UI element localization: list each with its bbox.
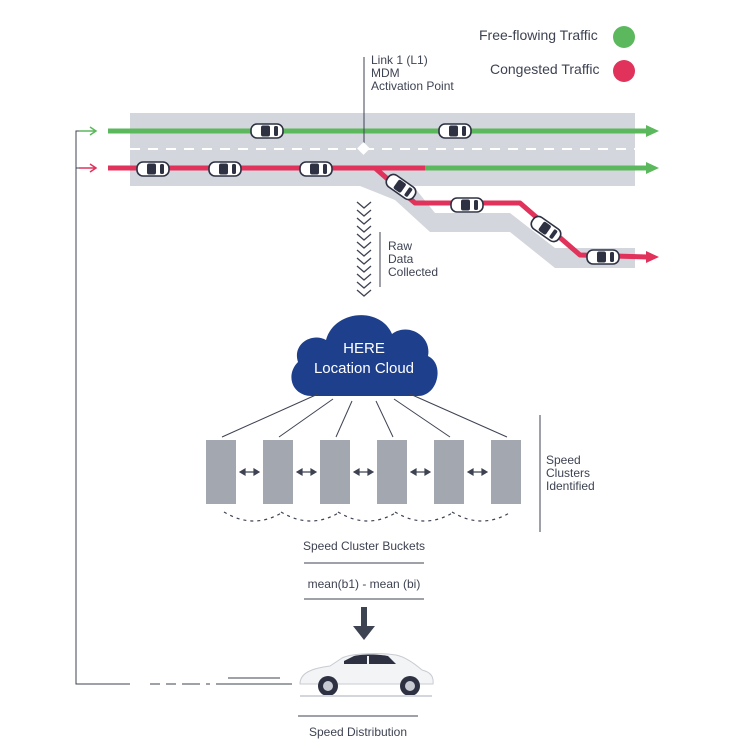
road bbox=[130, 113, 635, 268]
free-flowing-legend-dot bbox=[613, 26, 635, 48]
entry-arrow-top bbox=[79, 126, 98, 136]
down-arrow-shaft bbox=[361, 607, 367, 629]
location-cloud-icon bbox=[291, 315, 438, 396]
car-icon bbox=[299, 161, 333, 177]
raw-data-chevrons bbox=[356, 201, 372, 297]
cloud-label-line1: HERE bbox=[343, 340, 385, 357]
bucket bbox=[377, 440, 407, 504]
raw-data-line1: Raw bbox=[388, 239, 413, 253]
cloud-label: HERE Location Cloud bbox=[284, 339, 444, 379]
entry-arrow-bottom bbox=[79, 163, 98, 173]
raw-data-line2: Data bbox=[388, 252, 414, 266]
bucket-compare-arrows bbox=[238, 467, 489, 477]
speed-clusters-line3: Identified bbox=[546, 479, 595, 493]
speed-distribution-label: Speed Distribution bbox=[308, 725, 408, 739]
bucket bbox=[491, 440, 521, 504]
speed-clusters-label: Speed Clusters Identified bbox=[546, 454, 595, 493]
activation-point-marker bbox=[357, 142, 370, 155]
free-flow-arrowhead-top bbox=[646, 125, 659, 137]
feedback-loop-line bbox=[75, 130, 292, 685]
car-icon bbox=[250, 123, 284, 139]
car-side-icon bbox=[299, 653, 434, 697]
car-icon bbox=[438, 123, 472, 139]
bucket-dashed-arcs bbox=[223, 511, 512, 522]
raw-data-line3: Collected bbox=[388, 265, 439, 279]
cloud-label-line2: Location Cloud bbox=[313, 360, 415, 377]
link-label-line1: Link 1 (L1) bbox=[371, 53, 428, 67]
speed-cluster-buckets-label: Speed Cluster Buckets bbox=[302, 539, 426, 553]
car-icon bbox=[450, 197, 484, 213]
car-icon bbox=[208, 161, 242, 177]
link-label-line2: MDM bbox=[371, 66, 400, 80]
bucket bbox=[206, 440, 236, 504]
bucket bbox=[434, 440, 464, 504]
link-label-line3: Activation Point bbox=[371, 79, 454, 93]
raw-data-label: Raw Data Collected bbox=[388, 240, 438, 279]
cloud-to-bucket-lines bbox=[221, 393, 508, 438]
formula-label: mean(b1) - mean (bi) bbox=[307, 577, 421, 591]
legend-congested-label: Congested Traffic bbox=[490, 61, 600, 77]
down-arrow-head bbox=[353, 626, 375, 640]
legend-free-flowing-label: Free-flowing Traffic bbox=[479, 27, 598, 43]
congested-arrowhead bbox=[646, 251, 659, 263]
free-flow-arrowhead-bottom bbox=[646, 162, 659, 174]
link-label: Link 1 (L1) MDM Activation Point bbox=[371, 54, 454, 93]
car-icon bbox=[586, 249, 620, 265]
congested-legend-dot bbox=[613, 60, 635, 82]
speed-clusters-line2: Clusters bbox=[546, 466, 591, 480]
speed-clusters-line1: Speed bbox=[546, 453, 581, 467]
bucket bbox=[320, 440, 350, 504]
speed-cluster-buckets bbox=[206, 440, 521, 504]
bucket bbox=[263, 440, 293, 504]
car-icon bbox=[136, 161, 170, 177]
